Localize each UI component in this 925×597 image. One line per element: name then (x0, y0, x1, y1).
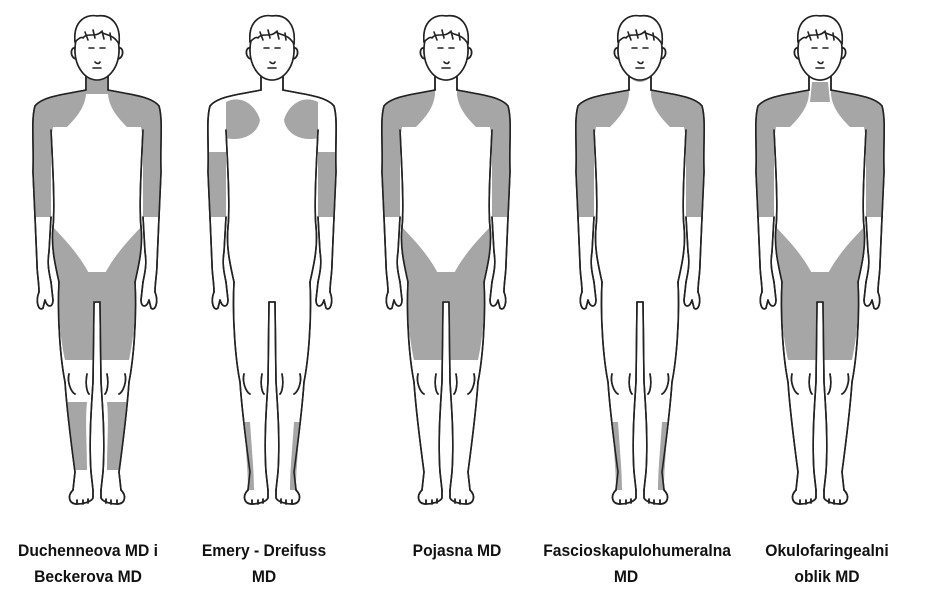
caption-limb-girdle: Pojasna MD (374, 538, 540, 564)
figure-emery-dreifuss (208, 16, 336, 504)
caption-duchenne: Duchenneova MD i Beckerova MD (5, 538, 171, 590)
caption-opmd-line-2: oblik MD (744, 564, 910, 590)
oculopharyngeal-thighs-region (781, 272, 858, 360)
caption-emery-dreifuss-line-1: Emery - Dreifuss (181, 538, 347, 564)
duchenne-thighs-region (58, 272, 135, 360)
facioscapulohumeral-lower-legs-region (612, 422, 668, 490)
figure-duchenne (33, 16, 161, 504)
caption-facioscapulohumeral: Fascioskapulohumeralna MD (543, 538, 709, 590)
caption-emery-dreifuss-line-2: MD (181, 564, 347, 590)
caption-fsh-line-2: MD (543, 564, 709, 590)
caption-duchenne-line-2: Beckerova MD (5, 564, 171, 590)
limb-girdle-thighs-region (407, 272, 484, 360)
caption-duchenne-line-1: Duchenneova MD i (5, 538, 171, 564)
figures-layer (33, 16, 884, 504)
emery-dreifuss-lower-legs-region (244, 422, 300, 490)
caption-limb-girdle-line-1: Pojasna MD (374, 538, 540, 564)
emery-dreifuss-shoulder-blades-region (226, 99, 318, 139)
oculopharyngeal-throat-region (810, 82, 830, 102)
figure-facioscapulohumeral (576, 16, 704, 504)
duchenne-calves-region (67, 402, 127, 470)
figure-limb-girdle (382, 16, 510, 504)
caption-opmd-line-1: Okulofaringealni (744, 538, 910, 564)
figure-oculopharyngeal (756, 16, 884, 504)
caption-oculopharyngeal: Okulofaringealni oblik MD (744, 538, 910, 590)
caption-emery-dreifuss: Emery - Dreifuss MD (181, 538, 347, 590)
caption-fsh-line-1: Fascioskapulohumeralna (543, 538, 709, 564)
